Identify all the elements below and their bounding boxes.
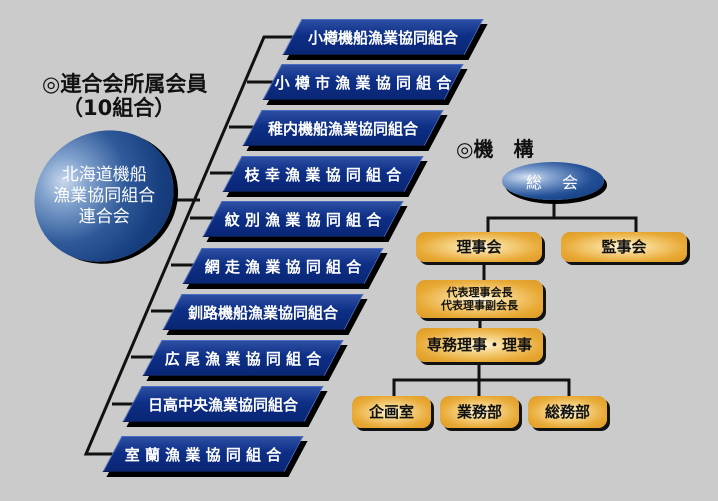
directors-box[interactable]: 専務理事・理事 <box>416 328 543 362</box>
member-item[interactable]: 紋 別 漁 業 協 同 組 合 <box>202 201 408 242</box>
member-label: 稚内機船漁業協同組合 <box>267 119 418 138</box>
members-heading: ◎連合会所属会員 <box>42 72 208 96</box>
directors-label: 専務理事・理事 <box>426 335 532 354</box>
federation-name-line3: 連合会 <box>78 206 130 227</box>
department-box[interactable]: 総務部 <box>528 396 607 428</box>
member-label: 小 樽 市 漁 業 協 同 組 合 <box>274 73 452 92</box>
department-label: 総務部 <box>544 402 590 421</box>
org-connectors <box>392 200 638 396</box>
member-label: 網 走 漁 業 協 同 組 合 <box>204 257 362 276</box>
member-item[interactable]: 釧路機船漁業協同組合 <box>162 294 368 335</box>
member-item[interactable]: 網 走 漁 業 協 同 組 合 <box>182 248 388 289</box>
member-label: 枝 幸 漁 業 協 同 組 合 <box>244 165 402 184</box>
board-box[interactable]: 理事会 <box>416 232 542 262</box>
federation-name-line2: 漁業協同組合 <box>53 185 155 206</box>
member-label: 室 蘭 漁 業 協 同 組 合 <box>124 445 282 464</box>
general-assembly-label: 総 会 <box>525 173 580 192</box>
department-box[interactable]: 業務部 <box>440 396 519 428</box>
member-label: 日高中央漁業協同組合 <box>147 395 298 414</box>
general-assembly-ellipse[interactable]: 総 会 <box>502 162 604 200</box>
federation-name-line1: 北海道機船 <box>61 164 147 185</box>
presidents-label-line2: 代表理事副会長 <box>441 299 518 312</box>
member-label: 紋 別 漁 業 協 同 組 合 <box>224 210 382 229</box>
member-label: 小樽機船漁業協同組合 <box>307 28 458 47</box>
member-item[interactable]: 稚内機船漁業協同組合 <box>242 110 448 151</box>
member-item[interactable]: 日高中央漁業協同組合 <box>122 386 328 427</box>
member-item[interactable]: 室 蘭 漁 業 協 同 組 合 <box>102 436 308 477</box>
presidents-box[interactable]: 代表理事会長 代表理事副会長 <box>416 280 543 318</box>
org-heading: ◎機 構 <box>456 137 534 161</box>
members-count: （10組合） <box>62 96 176 120</box>
board-label: 理事会 <box>456 237 502 256</box>
member-item[interactable]: 枝 幸 漁 業 協 同 組 合 <box>222 156 428 197</box>
member-label: 広 尾 漁 業 協 同 組 合 <box>164 349 322 368</box>
member-item[interactable]: 小 樽 市 漁 業 協 同 組 合 <box>262 64 468 105</box>
member-item[interactable]: 広 尾 漁 業 協 同 組 合 <box>142 340 348 381</box>
department-box[interactable]: 企画室 <box>352 396 431 428</box>
auditors-box[interactable]: 監事会 <box>561 232 687 262</box>
auditors-label: 監事会 <box>601 237 647 256</box>
presidents-label-line1: 代表理事会長 <box>446 286 513 299</box>
department-label: 業務部 <box>456 402 502 421</box>
member-item[interactable]: 小樽機船漁業協同組合 <box>282 19 488 60</box>
department-label: 企画室 <box>368 402 414 421</box>
member-label: 釧路機船漁業協同組合 <box>187 303 338 322</box>
